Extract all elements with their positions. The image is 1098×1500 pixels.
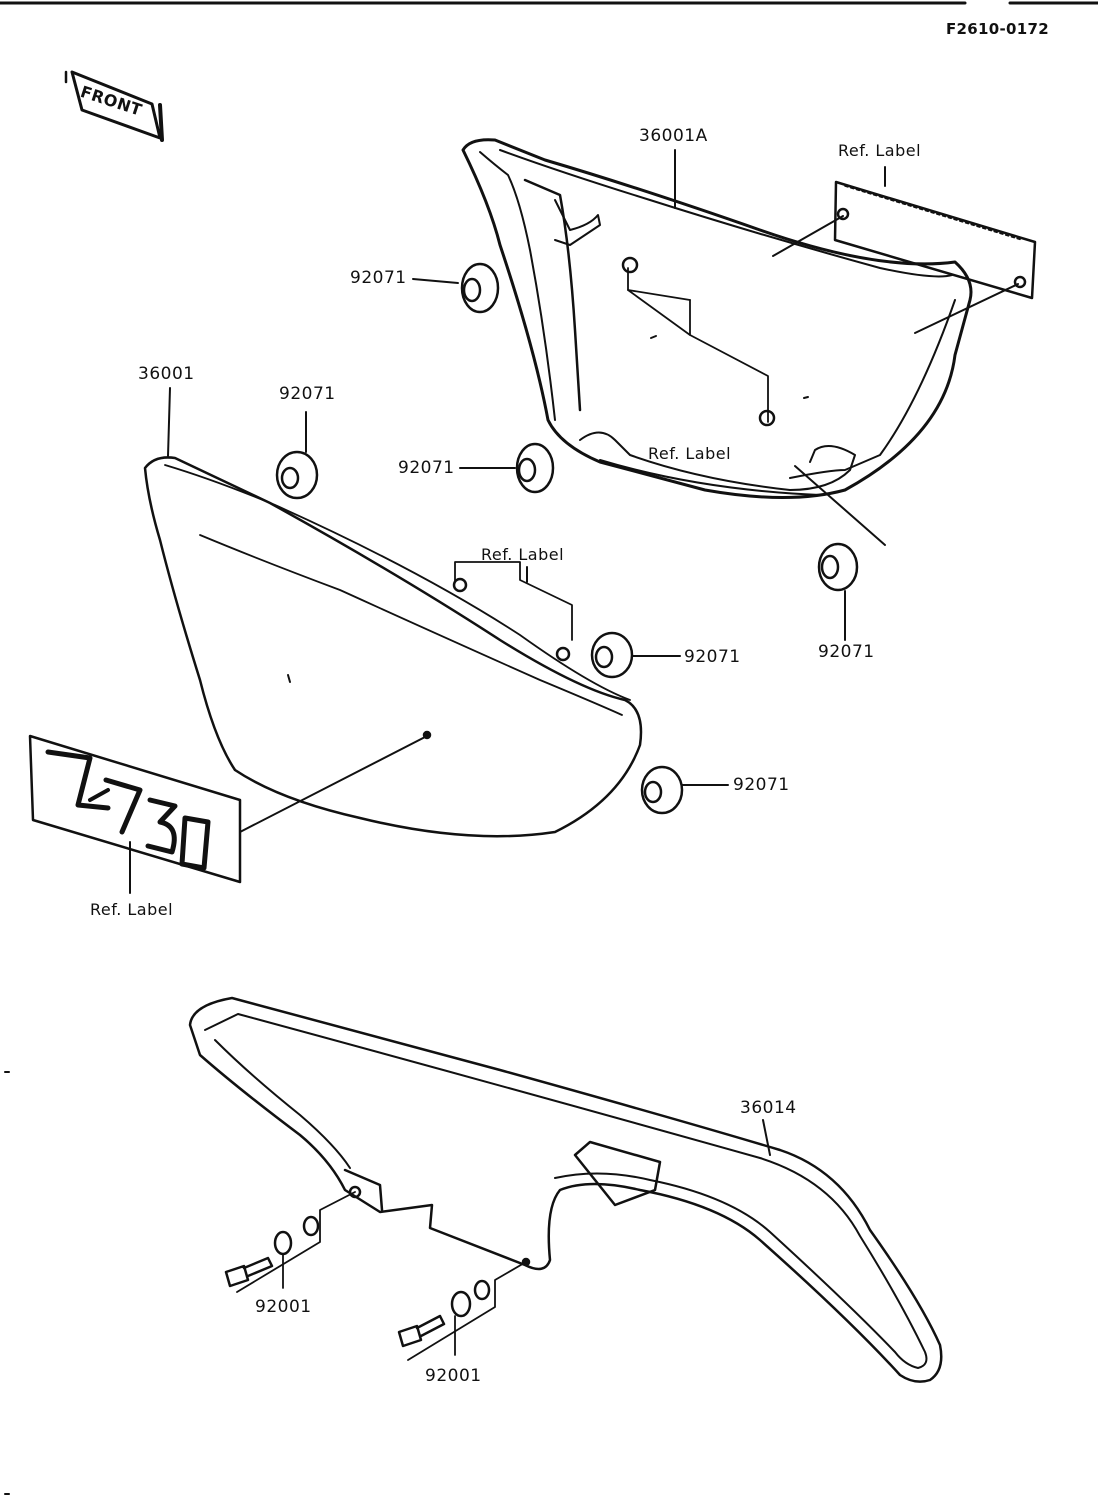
callout-92071-a: 92071 bbox=[350, 268, 407, 288]
grommet-5 bbox=[590, 631, 634, 679]
grommet-2 bbox=[275, 450, 319, 500]
callout-92071-f: 92071 bbox=[733, 775, 790, 795]
callout-ref-label-4: Ref. Label bbox=[90, 900, 174, 919]
bolt-2 bbox=[397, 1261, 527, 1361]
grommet-4 bbox=[817, 542, 859, 592]
callout-92071-e: 92071 bbox=[684, 647, 741, 667]
callout-36001: 36001 bbox=[138, 364, 195, 384]
grommet-1 bbox=[460, 262, 500, 314]
callout-36014: 36014 bbox=[740, 1098, 797, 1118]
callout-ref-label-1: Ref. Label bbox=[838, 141, 922, 160]
bolt-1 bbox=[224, 1191, 356, 1293]
callout-92001-a: 92001 bbox=[255, 1297, 312, 1317]
callout-92071-c: 92071 bbox=[398, 458, 455, 478]
callout-ref-label-2: Ref. Label bbox=[648, 444, 732, 463]
callout-36001A: 36001A bbox=[639, 126, 708, 146]
grommet-3 bbox=[515, 442, 555, 494]
ref-label-plate-right bbox=[833, 180, 1037, 300]
callout-ref-label-3: Ref. Label bbox=[481, 545, 565, 564]
grommet-6 bbox=[640, 765, 684, 815]
callout-92071-b: 92071 bbox=[279, 384, 336, 404]
chain-cover bbox=[188, 996, 943, 1383]
front-marker-icon bbox=[64, 70, 164, 142]
side-cover-left bbox=[143, 456, 643, 838]
callout-92001-b: 92001 bbox=[425, 1366, 482, 1386]
figure-code: F2610-0172 bbox=[946, 20, 1049, 38]
callout-92071-d: 92071 bbox=[818, 642, 875, 662]
z750-emblem bbox=[28, 734, 242, 884]
side-cover-right bbox=[461, 138, 973, 499]
